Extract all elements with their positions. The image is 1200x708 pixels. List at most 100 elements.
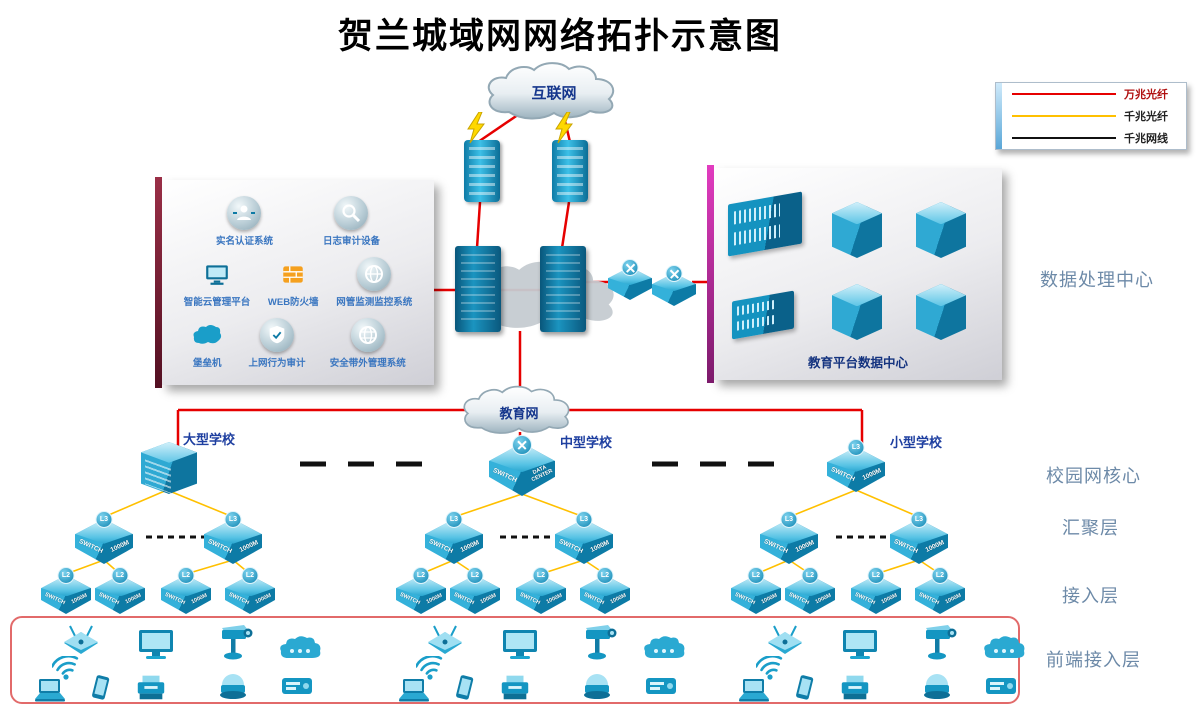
wireless-signal-icon[interactable]: [414, 654, 446, 689]
internet-cloud[interactable]: 互联网: [478, 60, 630, 122]
monitor-icon[interactable]: [136, 628, 176, 667]
switch-level-badge: L2: [931, 567, 949, 584]
switch-level-badge: L3: [224, 511, 242, 528]
access-switch[interactable]: L2 SWITCH 1000M: [731, 567, 781, 614]
wifi-ap-icon[interactable]: [62, 624, 100, 659]
security-item[interactable]: 安全带外管理系统: [330, 318, 406, 369]
access-switch[interactable]: L2 SWITCH 1000M: [450, 567, 500, 614]
security-item[interactable]: 网管监测监控系统: [336, 257, 412, 308]
dome-camera-icon[interactable]: [582, 672, 612, 705]
access-switch[interactable]: L2 SWITCH 1000M: [516, 567, 566, 614]
server-cabinet[interactable]: [916, 202, 966, 258]
aggregation-switch[interactable]: L3 SWITCH 1000M: [760, 511, 818, 564]
aggregation-switch[interactable]: L3 SWITCH 1000M: [75, 511, 133, 564]
frontend-device-group: [32, 620, 332, 704]
large-school-core-server[interactable]: [141, 442, 197, 494]
frontend-device-group: [736, 620, 1036, 704]
layer-label-aggregation: 汇聚层: [1062, 518, 1119, 538]
wifi-ap-icon[interactable]: [766, 624, 804, 659]
auth-system-icon: [227, 196, 262, 230]
cloud-device-icon[interactable]: [982, 634, 1026, 667]
access-switch[interactable]: L2 SWITCH 1000M: [225, 567, 275, 614]
switch-level-badge: [512, 435, 532, 455]
dc-stack-switch[interactable]: [652, 265, 696, 306]
switch-level-badge: L3: [575, 511, 593, 528]
ptz-camera-icon[interactable]: [218, 622, 254, 667]
core-router[interactable]: [540, 246, 586, 332]
security-item[interactable]: 智能云管理平台: [183, 257, 251, 308]
cloud-device-icon[interactable]: [278, 634, 322, 667]
access-switch[interactable]: L2 SWITCH 1000M: [785, 567, 835, 614]
small-school-label: 小型学校: [890, 435, 943, 450]
firewall-device[interactable]: [464, 111, 500, 202]
switch-level-badge: L2: [867, 567, 885, 584]
bastion-host-icon: [190, 318, 224, 352]
access-switch[interactable]: L2 SWITCH 1000M: [161, 567, 211, 614]
security-item-label: 智能云管理平台: [183, 297, 251, 308]
lightning-icon: [554, 111, 574, 149]
dome-camera-icon[interactable]: [218, 672, 248, 705]
education-cloud-label: 教育网: [499, 405, 539, 421]
access-switch[interactable]: L2 SWITCH 1000M: [95, 567, 145, 614]
laptop-icon[interactable]: [396, 678, 432, 707]
wifi-ap-icon[interactable]: [426, 624, 464, 659]
card-reader-icon[interactable]: [280, 674, 314, 703]
server-cabinet[interactable]: [832, 284, 882, 340]
laptop-icon[interactable]: [32, 678, 68, 707]
medium-school-label: 中型学校: [560, 435, 613, 450]
wireless-signal-icon[interactable]: [50, 654, 82, 689]
switch-level-badge: L3: [780, 511, 798, 528]
aggregation-switch[interactable]: L3 SWITCH 1000M: [890, 511, 948, 564]
card-reader-icon[interactable]: [984, 674, 1018, 703]
phone-icon[interactable]: [90, 674, 112, 707]
security-item[interactable]: WEB防火墙: [268, 257, 319, 308]
monitor-icon[interactable]: [840, 628, 880, 667]
access-switch[interactable]: L2 SWITCH 1000M: [580, 567, 630, 614]
security-item[interactable]: 实名认证系统: [216, 196, 273, 247]
monitor-icon[interactable]: [500, 628, 540, 667]
access-switch[interactable]: L2 SWITCH 1000M: [851, 567, 901, 614]
core-router[interactable]: [455, 246, 501, 332]
legend: 万兆光纤 千兆光纤 千兆网线: [995, 82, 1187, 150]
aggregation-switch[interactable]: L3 SWITCH 1000M: [204, 511, 262, 564]
education-network-cloud[interactable]: 教育网: [456, 384, 582, 436]
medium-school-core-switch[interactable]: SWITCH DATA CENTER: [489, 435, 555, 496]
ptz-camera-icon[interactable]: [582, 622, 618, 667]
phone-icon[interactable]: [794, 674, 816, 707]
aggregation-switch[interactable]: L3 SWITCH 1000M: [555, 511, 613, 564]
access-switch[interactable]: L2 SWITCH 1000M: [41, 567, 91, 614]
server-cabinet[interactable]: [832, 202, 882, 258]
security-item[interactable]: 堡垒机: [190, 318, 224, 369]
security-systems-panel: 实名认证系统 日志审计设备 智能云管理平台 WEB防火墙: [155, 177, 434, 388]
access-switch[interactable]: L2 SWITCH 1000M: [396, 567, 446, 614]
printer-icon[interactable]: [838, 672, 872, 707]
small-school-core-switch[interactable]: L3 SWITCH 1000M: [827, 439, 885, 492]
printer-icon[interactable]: [134, 672, 168, 707]
printer-icon[interactable]: [498, 672, 532, 707]
aggregation-switch[interactable]: L3 SWITCH 1000M: [425, 511, 483, 564]
dome-camera-icon[interactable]: [922, 672, 952, 705]
switch-level-badge: L2: [466, 567, 484, 584]
server-cabinet[interactable]: [916, 284, 966, 340]
security-item[interactable]: 上网行为审计: [248, 318, 305, 369]
web-firewall-icon: [276, 257, 310, 291]
rack-device[interactable]: [732, 290, 794, 340]
dc-stack-switch[interactable]: [608, 259, 652, 300]
access-switch[interactable]: L2 SWITCH 1000M: [915, 567, 965, 614]
lightning-icon: [466, 111, 486, 149]
wireless-signal-icon[interactable]: [754, 654, 786, 689]
switch-level-badge: L2: [177, 567, 195, 584]
cloud-device-icon[interactable]: [642, 634, 686, 667]
laptop-icon[interactable]: [736, 678, 772, 707]
security-item-label: 网管监测监控系统: [336, 297, 413, 308]
switch-level-badge: L2: [532, 567, 550, 584]
ptz-camera-icon[interactable]: [922, 622, 958, 667]
rack-switch[interactable]: [728, 191, 802, 257]
firewall-device[interactable]: [552, 111, 588, 202]
behavior-audit-icon: [259, 318, 294, 352]
security-item[interactable]: 日志审计设备: [323, 196, 380, 247]
card-reader-icon[interactable]: [644, 674, 678, 703]
legend-row: 万兆光纤: [996, 83, 1186, 105]
phone-icon[interactable]: [454, 674, 476, 707]
